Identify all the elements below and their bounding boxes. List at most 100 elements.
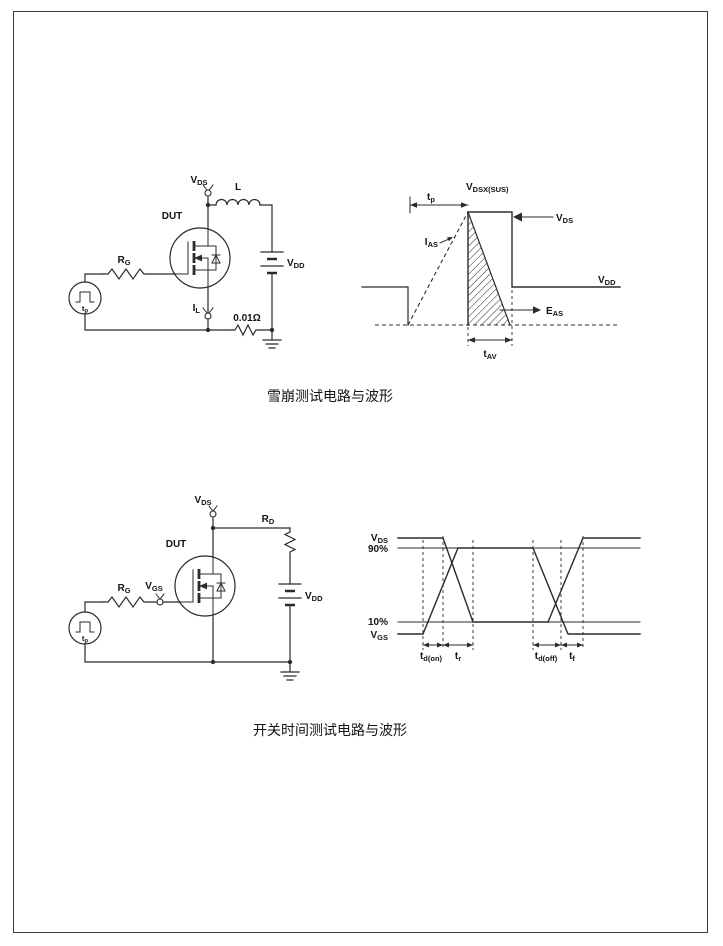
vdd-pre-level [361, 286, 409, 326]
junction-dot [269, 327, 275, 333]
vds-pulse [467, 211, 621, 326]
circuit-wires [84, 516, 291, 663]
ten-percent-label: 10% [368, 617, 388, 628]
rg-resistor [102, 267, 150, 281]
avalanche-waveform: tp VDSX(SUS) IAS VDS EAS VDD tAV [361, 182, 621, 361]
vdd-battery-icon [278, 583, 302, 607]
junction-dot [287, 659, 293, 665]
mosfet-body-arrow [194, 254, 202, 262]
battery-short-plates [267, 257, 277, 275]
ground-icon [262, 329, 282, 349]
tp-label: tp [427, 192, 435, 204]
vds-probe-mark [202, 184, 214, 191]
pulse-generator: tp [68, 611, 102, 645]
vdd-label: VDD [305, 591, 323, 603]
vds-label: VDS [190, 175, 207, 187]
ias-pointer-line [439, 238, 450, 244]
pulse-generator-circle [68, 611, 102, 645]
vgs-label: VGS [145, 581, 163, 593]
junction-dot [205, 327, 211, 333]
dut-label: DUT [162, 211, 183, 222]
rg-resistor [102, 595, 150, 609]
vds-wave-label: VDS [556, 213, 573, 225]
vgs-probe-mark [155, 593, 165, 600]
figure2-caption: 开关时间测试电路与波形 [253, 722, 407, 738]
figure-switching: tp [68, 495, 641, 738]
eas-label: EAS [546, 306, 563, 318]
td-on-label: td(on) [420, 651, 443, 663]
shunt-resistor [231, 323, 261, 337]
td-on-right-head [437, 642, 443, 648]
body-diode-icon [216, 581, 226, 592]
inductor-label: L [235, 182, 241, 193]
tp-arrow-right-head [461, 202, 468, 208]
tr-left-head [443, 642, 449, 648]
pulse-generator: tp [68, 281, 102, 315]
rg-label: RG [117, 583, 130, 595]
tf-label: tf [569, 651, 575, 663]
figure1-caption: 雪崩测试电路与波形 [267, 388, 393, 404]
vdsx-sus-label: VDSX(SUS) [466, 182, 509, 194]
mosfet-circle [169, 227, 231, 289]
tav-label: tAV [483, 349, 496, 361]
vgs-terminal [156, 598, 164, 606]
eas-pointer-head [533, 306, 541, 314]
pulse-width-label: tp [82, 634, 89, 645]
mosfet-circle [174, 555, 236, 617]
junction-dot [205, 202, 211, 208]
avalanche-test-circuit: tp [68, 175, 305, 349]
battery-long-plates [278, 583, 302, 599]
ias-pointer-head [447, 237, 453, 242]
tp-arrow-left-head [410, 202, 417, 208]
il-probe-mark [202, 307, 214, 314]
dut-label: DUT [166, 539, 187, 550]
pulse-icon [75, 291, 95, 303]
dut-mosfet-icon [174, 555, 236, 617]
tr-label: tr [455, 651, 461, 663]
junction-dot [210, 525, 216, 531]
ground-lines [280, 661, 300, 681]
td-off-right-head [555, 642, 561, 648]
vds-terminal [209, 510, 217, 518]
mosfet-body-arrow [199, 582, 207, 590]
junction-dot [210, 659, 216, 665]
vgs-level-label: VGS [370, 630, 388, 642]
tf-right-head [577, 642, 583, 648]
vds-level-label: VDS [371, 533, 388, 545]
mosfet-leads [179, 555, 222, 617]
td-on-left-head [423, 642, 429, 648]
rd-label: RD [262, 514, 275, 526]
switching-waveform: VDS 90% 10% VGS td(on) tr td(off) tf [368, 533, 641, 663]
mosfet-leads [174, 227, 217, 289]
ground-lines [262, 329, 282, 349]
battery-short-plates [285, 589, 295, 607]
rg-label: RG [117, 255, 130, 267]
tf-left-head [561, 642, 567, 648]
figure-avalanche: tp [68, 175, 621, 404]
il-label: IL [193, 303, 201, 315]
dut-mosfet-icon [169, 227, 231, 289]
vds-probe-mark [208, 505, 218, 512]
tav-arrow-right-head [505, 337, 512, 343]
vdd-label: VDD [287, 258, 305, 270]
ias-current-ramp [407, 211, 469, 326]
pulse-width-label: tp [82, 304, 89, 315]
td-off-left-head [533, 642, 539, 648]
ias-label: IAS [425, 237, 438, 249]
ground-icon [280, 661, 300, 681]
vdd-level-label: VDD [598, 275, 616, 287]
vds-pointer-head [513, 212, 522, 222]
body-diode-icon [211, 253, 221, 264]
tr-right-head [467, 642, 473, 648]
page-border [13, 11, 708, 933]
vds-waveform [397, 537, 641, 623]
tav-arrow-left-head [468, 337, 475, 343]
vds-terminal [204, 189, 212, 197]
shunt-label: 0.01Ω [233, 313, 260, 324]
pulse-icon [75, 621, 95, 633]
vds-label: VDS [194, 495, 211, 507]
il-terminal [204, 312, 212, 320]
td-off-label: td(off) [535, 651, 558, 663]
